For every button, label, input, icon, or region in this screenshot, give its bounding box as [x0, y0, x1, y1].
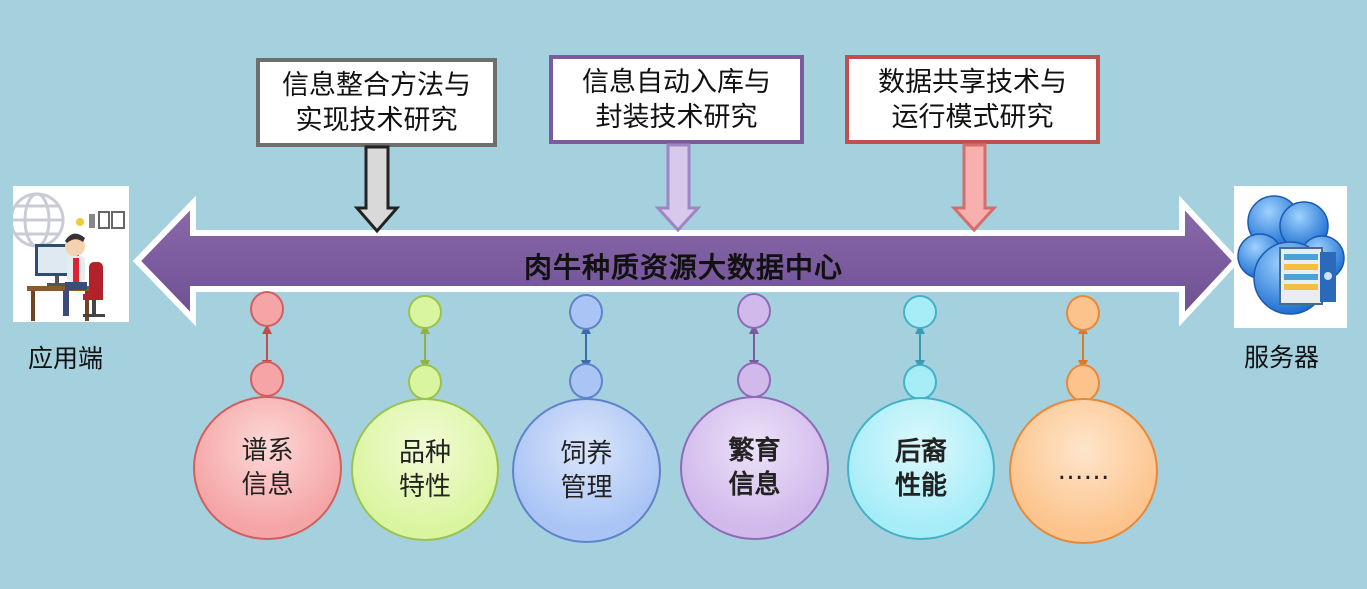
bottom-dot-feeding: [569, 363, 603, 399]
server-illustration: [1234, 186, 1347, 328]
top-dot-progeny: [903, 295, 937, 329]
research-box-line1: 信息整合方法与: [282, 69, 471, 101]
info-node-more: ……: [1009, 398, 1158, 544]
research-box-line1: 数据共享技术与: [878, 66, 1067, 98]
connectors: [262, 324, 1088, 370]
research-box-line2: 封装技术研究: [595, 101, 758, 133]
server-label: 服务器: [1244, 343, 1320, 372]
info-node-line2: 信息: [728, 470, 781, 500]
bottom-dot-more: [1066, 364, 1100, 402]
client-illustration: [9, 186, 129, 322]
bottom-dot-pedigree: [250, 361, 284, 397]
data-center-label: 肉牛种质资源大数据中心: [523, 251, 843, 284]
info-node-line1: 谱系: [241, 436, 294, 466]
research-box-line2: 运行模式研究: [891, 101, 1054, 133]
research-box-line2: 实现技术研究: [295, 104, 458, 136]
info-node-line1: 繁育: [728, 436, 781, 466]
info-node-line1: ……: [1057, 456, 1110, 486]
down-arrow-sharing: [950, 143, 998, 233]
client-label: 应用端: [28, 344, 104, 373]
cloud-server-icon: [1237, 195, 1345, 315]
research-box-integration: 信息整合方法与 实现技术研究: [256, 58, 497, 147]
top-dot-more: [1066, 295, 1100, 331]
info-node-feeding: 饲养 管理: [512, 398, 661, 543]
bottom-dot-breed: [408, 364, 442, 400]
top-dot-feeding: [569, 294, 603, 330]
top-dot-breed: [408, 295, 442, 329]
top-dot-pedigree: [250, 291, 284, 327]
info-node-line2: 管理: [560, 472, 613, 503]
top-dot-breeding: [737, 293, 771, 329]
research-box-line1: 信息自动入库与: [582, 66, 771, 98]
research-arrows: [353, 143, 998, 234]
research-box-sharing: 数据共享技术与 运行模式研究: [845, 55, 1100, 144]
info-node-line1: 品种: [398, 437, 451, 468]
info-node-line2: 信息: [241, 470, 294, 500]
bottom-dot-progeny: [903, 364, 937, 400]
info-node-line1: 饲养: [560, 438, 613, 469]
info-node-pedigree: 谱系 信息: [193, 396, 342, 540]
down-arrow-integration: [353, 145, 401, 234]
info-node-progeny: 后裔 性能: [847, 397, 995, 540]
bottom-dot-breeding: [737, 362, 771, 398]
info-node-breed: 品种 特性: [351, 398, 499, 541]
info-node-line2: 性能: [894, 470, 947, 501]
info-node-line2: 特性: [398, 471, 451, 502]
info-node-line1: 后裔: [894, 436, 947, 467]
research-box-storage: 信息自动入库与 封装技术研究: [549, 55, 804, 144]
info-node-breeding: 繁育 信息: [680, 396, 829, 540]
user-at-computer-icon: [9, 192, 125, 321]
down-arrow-storage: [654, 143, 702, 233]
